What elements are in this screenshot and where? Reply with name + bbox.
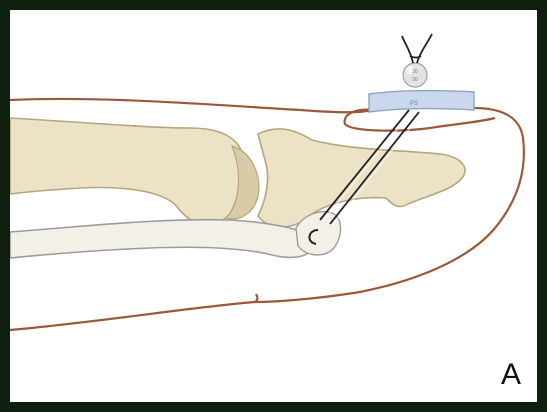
finger-outline-dorsal (10, 99, 372, 112)
button-label-bottom: 20 (412, 77, 418, 83)
middle-phalanx (10, 118, 245, 224)
finger-outline-volar (10, 294, 257, 330)
finger-diagram: PS 20 20 (10, 10, 537, 402)
suture-button (403, 63, 427, 87)
button-label-top: 20 (412, 69, 418, 75)
suture-knot (402, 34, 432, 63)
distal-phalanx (258, 129, 465, 227)
nail-fold (345, 110, 495, 131)
panel-label: A (501, 360, 521, 390)
flexor-tendon (10, 220, 312, 258)
pad-label: PS (410, 101, 418, 107)
nail-pad (369, 91, 474, 112)
